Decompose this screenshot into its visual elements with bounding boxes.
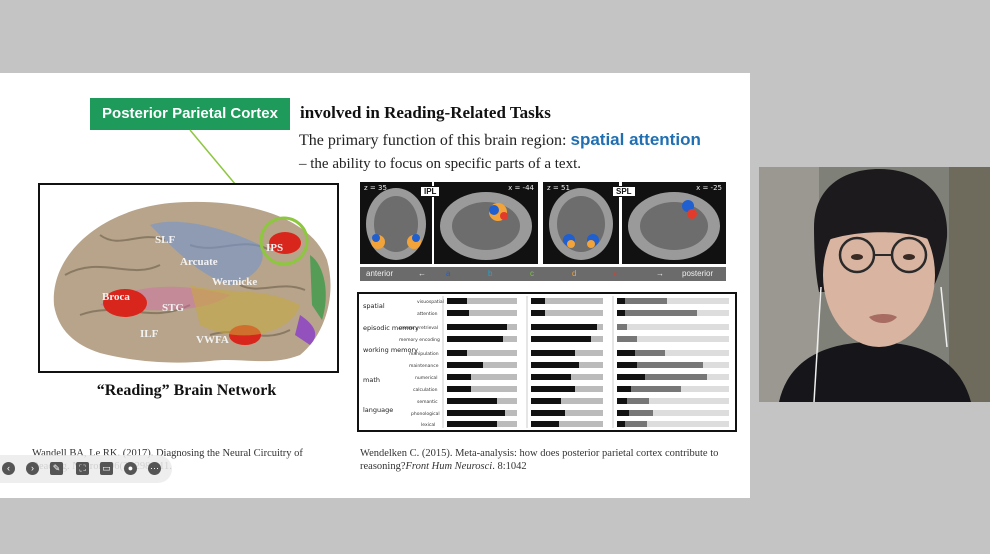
row-label-manipulation: manipulation <box>409 351 439 357</box>
group-label-math: math <box>363 376 380 384</box>
brain-label-broca: Broca <box>102 291 130 303</box>
axis-anterior-label: anterior <box>366 269 394 278</box>
reference-right-journal: Front Hum Neurosci <box>405 461 493 472</box>
axis-letter-b: b <box>488 269 493 278</box>
brain-label-stg: STG <box>162 302 184 314</box>
present-icon[interactable]: ▭ <box>100 462 113 475</box>
presentation-slide: Posterior Parietal Cortex involved in Re… <box>0 73 750 498</box>
scan-label-1: z = 35 <box>364 184 387 192</box>
scan-label-2: x = -44 <box>508 184 534 192</box>
task-bar-chart: spatial episodic memory working memory m… <box>357 292 737 432</box>
subtitle-highlight: spatial attention <box>570 130 701 149</box>
brain-label-ilf: ILF <box>140 328 159 340</box>
presentation-toolbar: ‹ › ✎ ⛶ ▭ ● ⋯ <box>0 455 172 483</box>
row-label-lexical: lexical <box>421 422 435 428</box>
group-label-language: language <box>363 406 393 414</box>
tag-spl: SPL <box>612 186 636 197</box>
row-label-numerical: numerical <box>415 375 437 381</box>
webcam-video <box>759 167 990 402</box>
row-label-memory-encoding: memory encoding <box>399 337 440 343</box>
axis-arrow-right: → <box>656 269 664 278</box>
brain-label-wernicke: Wernicke <box>212 276 257 288</box>
fit-screen-icon[interactable]: ⛶ <box>76 462 89 475</box>
axis-letter-e: e <box>614 269 619 278</box>
scan-label-3: z = 51 <box>547 184 570 192</box>
tag-ipl: IPL <box>420 186 441 197</box>
video-icon[interactable]: ● <box>124 462 137 475</box>
back-icon[interactable]: ‹ <box>2 462 15 475</box>
slide-subtitle-line2: – the ability to focus on specific parts… <box>299 156 582 172</box>
row-label-memory-retrieval: memory retrieval <box>399 325 438 331</box>
scan-sagittal-spl: x = -25 <box>622 182 726 264</box>
axis-letter-d: d <box>572 269 577 278</box>
slide-subtitle: The primary function of this brain regio… <box>299 130 701 150</box>
brain-label-ips: IPS <box>266 242 283 254</box>
group-label-working: working memory <box>363 346 418 354</box>
pen-icon[interactable]: ✎ <box>50 462 63 475</box>
group-label-spatial: spatial <box>363 302 385 310</box>
bar-rows <box>447 298 729 427</box>
scan-axial-ipl: z = 35 <box>360 182 432 264</box>
reference-right: Wendelken C. (2015). Meta-analysis: how … <box>360 447 740 473</box>
brain-label-arcuate: Arcuate <box>180 256 218 268</box>
brain-label-vwfa: VWFA <box>196 334 229 346</box>
group-label-episodic: episodic memory <box>363 324 419 332</box>
row-label-attention: attention <box>417 311 438 317</box>
axis-letter-c: c <box>530 269 534 278</box>
scan-label-4: x = -25 <box>696 184 722 192</box>
more-icon[interactable]: ⋯ <box>148 462 161 475</box>
row-label-semantic: semantic <box>417 399 438 405</box>
row-label-maintenance: maintenance <box>409 363 439 369</box>
brain-label-slf: SLF <box>155 234 175 246</box>
scan-sagittal-ipl: x = -44 <box>434 182 538 264</box>
reference-right-suffix: . 8:1042 <box>492 461 527 472</box>
row-label-visuospatial: visuospatial <box>417 299 444 305</box>
region-label-box: Posterior Parietal Cortex <box>90 98 290 130</box>
scan-axial-spl: z = 51 <box>543 182 619 264</box>
reference-right-text: Wendelken C. (2015). Meta-analysis: how … <box>360 448 719 472</box>
row-label-calculation: calculation <box>413 387 438 393</box>
subtitle-prefix: The primary function of this brain regio… <box>299 132 571 149</box>
brain-caption: “Reading” Brain Network <box>96 382 277 399</box>
slide-title: involved in Reading-Related Tasks <box>300 103 551 122</box>
row-labels: visuospatial attention memory retrieval … <box>399 299 444 428</box>
row-label-phonological: phonological <box>411 411 440 417</box>
forward-icon[interactable]: › <box>26 462 39 475</box>
axis-arrow-left: ← <box>418 269 426 278</box>
anterior-posterior-axis: anterior ← a b c d e → posterior <box>360 267 726 281</box>
axis-letter-a: a <box>446 269 451 278</box>
axis-posterior-label: posterior <box>682 269 714 278</box>
brain-network-image: SLF Arcuate IPS Wernicke Broca STG ILF V… <box>38 183 339 373</box>
